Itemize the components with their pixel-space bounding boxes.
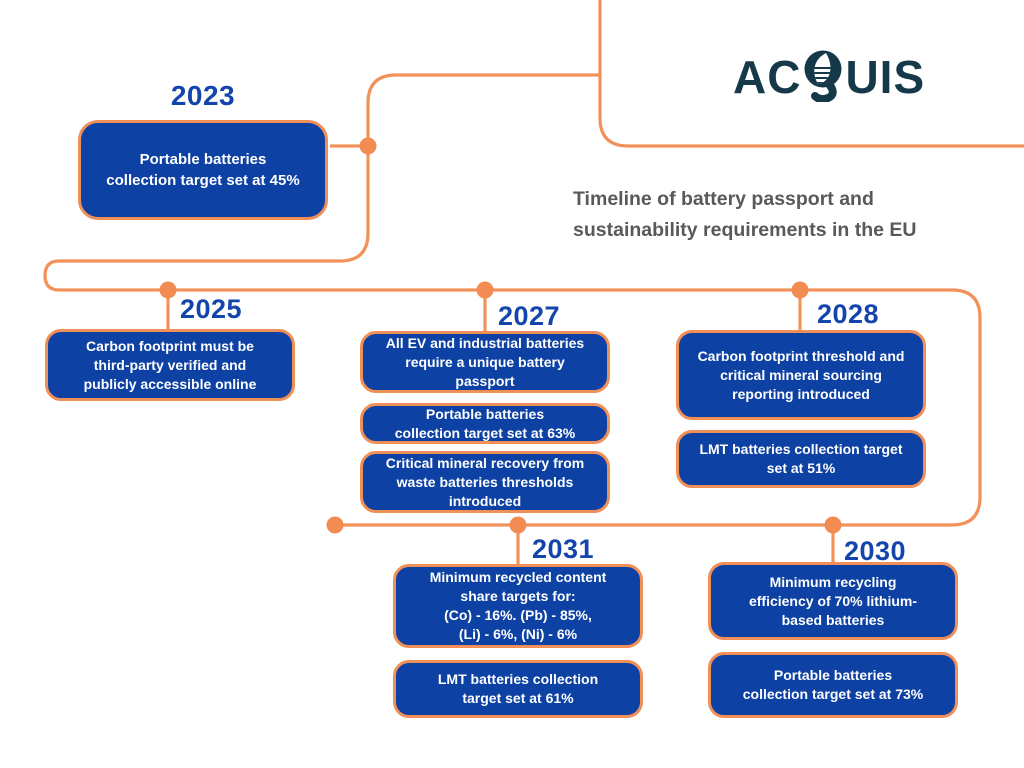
event-box-2027-portable-63: Portable batteries collection target set… [360,403,610,444]
year-label-2031: 2031 [532,534,595,564]
event-box-2030-recycling-efficiency: Minimum recycling efficiency of 70% lith… [708,562,958,640]
trunk-line [598,0,1024,148]
event-box-2027-mineral-recovery: Critical mineral recovery from waste bat… [360,451,610,513]
acquis-logo: AC UIS [733,46,925,108]
timeline-node-dot-2028 [791,281,809,299]
timeline-node-dot-2025 [159,281,177,299]
event-box-2031-recycled-content: Minimum recycled content share targets f… [393,564,643,648]
event-box-2028-lmt-51: LMT batteries collection target set at 5… [676,430,926,488]
timeline-node-dot-2023 [359,137,377,155]
year-label-2030: 2030 [844,536,907,566]
logo-text-ac: AC [733,51,802,103]
event-box-2030-portable-73: Portable batteries collection target set… [708,652,958,718]
timeline-node-dot-2031 [509,516,527,534]
event-box-2028-threshold-reporting: Carbon footprint threshold and critical … [676,330,926,420]
event-box-2027-battery-passport: All EV and industrial batteries require … [360,331,610,393]
year-label-2028: 2028 [817,299,880,329]
year-label-2025: 2025 [180,294,243,324]
event-box-2025-carbon-footprint: Carbon footprint must be third-party ver… [45,329,295,401]
event-box-2031-lmt-61: LMT batteries collection target set at 6… [393,660,643,718]
timeline-node-dot-2027 [476,281,494,299]
year-label-2023: 2023 [170,80,236,111]
logo-q-leaf-icon [802,42,844,113]
page-title: Timeline of battery passport and sustain… [573,188,917,241]
timeline-node-dot-row3-end [326,516,344,534]
timeline-node-dot-2030 [824,516,842,534]
logo-text-uis: UIS [845,51,926,103]
event-box-2023-portable-45: Portable batteries collection target set… [78,120,328,220]
main-timeline-path [43,73,982,527]
year-label-2027: 2027 [498,301,561,331]
